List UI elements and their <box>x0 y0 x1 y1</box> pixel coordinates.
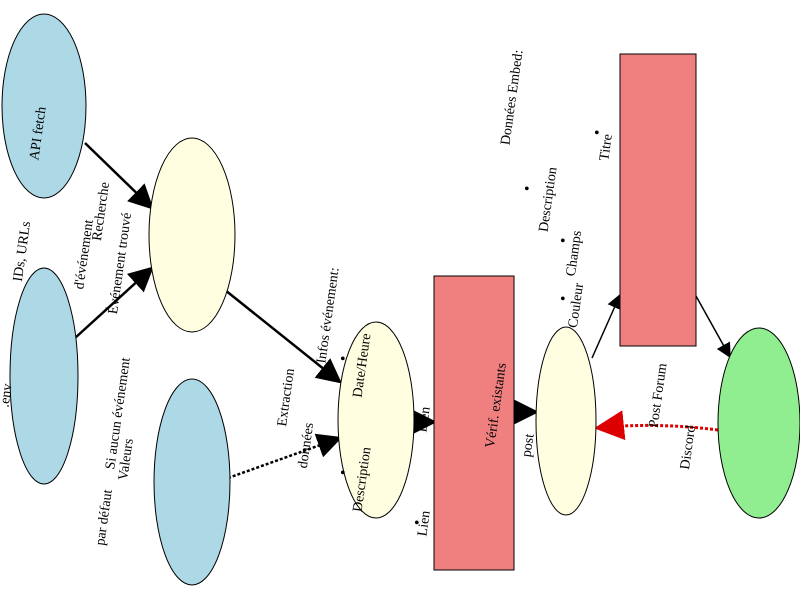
bullet-fields: Champs <box>564 230 585 278</box>
discord-label: Discord <box>678 425 699 471</box>
embed-bullets: • Titre • Description • Champs • Couleur <box>524 125 616 329</box>
verif-post-node <box>535 326 597 516</box>
svg-text:•: • <box>524 181 530 198</box>
edge-defaults-to-extraction <box>227 433 343 480</box>
default-values-label-line2: par défaut <box>93 488 116 546</box>
svg-text:•: • <box>414 411 420 428</box>
svg-text:•: • <box>594 125 600 142</box>
api-fetch-label: API fetch <box>27 106 49 162</box>
svg-text:•: • <box>414 515 420 532</box>
nodes <box>1 13 800 586</box>
api-fetch-node <box>1 13 87 199</box>
bullet-embed-description: Description <box>537 166 561 233</box>
verif-post-label-line2: post <box>519 433 537 458</box>
edge-event-to-extraction <box>209 277 342 384</box>
search-label-line2: d'événement <box>72 219 97 291</box>
svg-text:•: • <box>560 233 566 250</box>
extraction-label-line1: Extraction <box>275 368 298 428</box>
edge-api-to-event <box>84 142 154 210</box>
svg-text:•: • <box>340 351 346 368</box>
env-label: .env <box>0 383 16 409</box>
bullet-color: Couleur <box>566 282 587 329</box>
embed-data-title: Données Embed: <box>498 49 526 146</box>
bullet-link-2: Lien <box>415 510 433 537</box>
extraction-label-line2: données <box>296 422 317 470</box>
edge-embed-to-discord <box>695 295 731 359</box>
edge-verif-to-embed <box>591 293 622 359</box>
extraction-node <box>337 321 415 519</box>
ids-urls-label: IDs, URLs <box>11 220 34 282</box>
bullet-link-1: Lien <box>415 406 433 433</box>
edge-discord-to-verif-feedback <box>594 410 719 441</box>
edges <box>74 142 731 480</box>
discord-node <box>717 327 800 519</box>
links-box <box>433 275 515 571</box>
svg-text:•: • <box>560 291 566 308</box>
event-found-node <box>148 137 236 333</box>
edge-ids-to-event <box>74 266 154 339</box>
default-values-label-line1: Valeurs <box>116 438 137 482</box>
embed-box <box>619 53 697 347</box>
event-found-label: Événement trouvé <box>104 212 135 316</box>
bullet-title: Titre <box>597 133 616 162</box>
svg-text:•: • <box>340 465 346 482</box>
ids-urls-node <box>9 267 79 485</box>
defaults-node <box>153 378 231 586</box>
event-info-title: Infos événement: <box>314 267 342 365</box>
post-forum-label: Post Forum <box>647 362 671 429</box>
link-bullets: • Lien • Lien <box>414 406 434 537</box>
